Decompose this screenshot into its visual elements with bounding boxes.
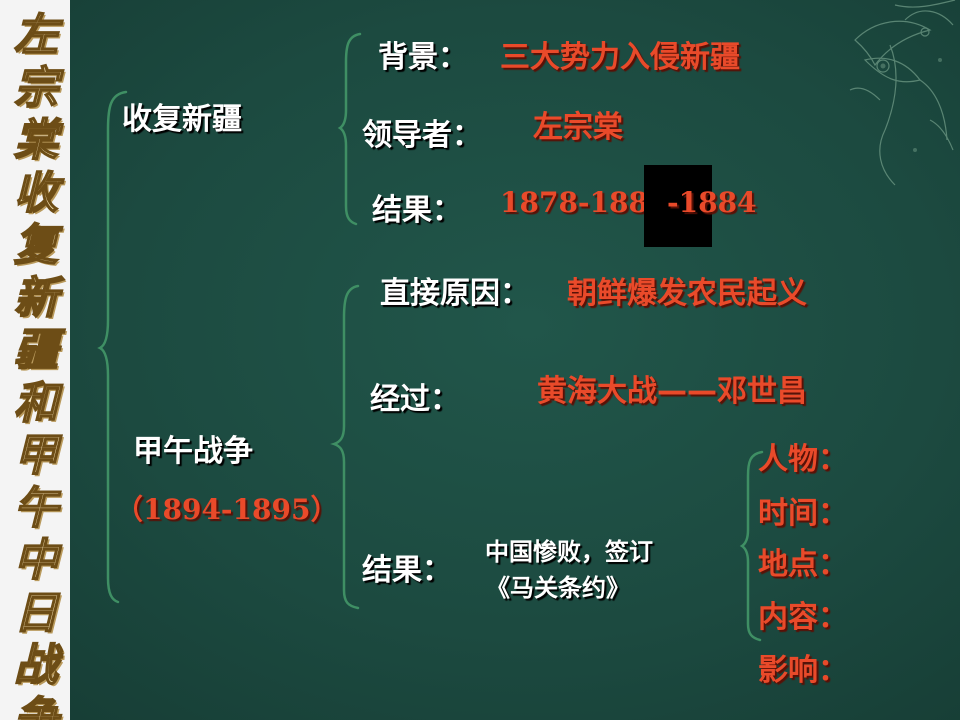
main-brace (97, 90, 128, 604)
treaty-item-time: 时间： (758, 496, 848, 531)
background-label: 背景： (378, 40, 468, 75)
side-title-char: 争 (13, 692, 59, 720)
side-title-char: 收 (13, 167, 59, 220)
war-years: （1894-1895） (115, 493, 339, 526)
side-title-char: 午 (13, 482, 59, 535)
xinjiang-result-value-a: 1878-188 (500, 186, 648, 219)
xinjiang-result-label: 结果： (372, 193, 462, 228)
side-title-bar: 左 宗 棠 收 复 新 疆 和 甲 午 中 日 战 争 (0, 0, 70, 720)
process-value: 黄海大战——邓世昌 (537, 374, 807, 409)
side-title-char: 中 (13, 534, 59, 587)
cause-value: 朝鲜爆发农民起义 (567, 276, 807, 311)
treaty-item-content: 内容： (758, 600, 848, 635)
war-result-label: 结果： (362, 553, 452, 588)
treaty-item-person: 人物： (758, 442, 848, 477)
treaty-item-impact: 影响： (758, 653, 848, 688)
side-title-char: 棠 (13, 114, 59, 167)
background-value: 三大势力入侵新疆 (500, 40, 740, 75)
side-title-char: 疆 (13, 324, 59, 377)
treaty-item-place: 地点： (758, 547, 848, 582)
leader-value: 左宗棠 (533, 110, 623, 145)
xinjiang-result-value-b: -1884 (667, 186, 757, 219)
war-result-line1: 中国惨败，签订 (485, 538, 653, 566)
treaty-brace (739, 450, 764, 642)
side-title-char: 甲 (13, 429, 59, 482)
topic-xinjiang: 收复新疆 (122, 102, 242, 137)
war-brace (330, 284, 360, 610)
xinjiang-brace (337, 32, 362, 226)
side-title-char: 复 (13, 219, 59, 272)
topic-war: 甲午战争 (133, 434, 253, 469)
war-result-line2: 《马关条约》 (486, 574, 630, 602)
side-title-char: 战 (13, 639, 59, 692)
cause-label: 直接原因： (380, 276, 530, 311)
side-title-char: 和 (13, 377, 59, 430)
floral-decoration-icon (849, 0, 956, 186)
redaction-box (644, 165, 712, 247)
side-title-char: 日 (13, 587, 59, 640)
side-title-char: 左 (13, 9, 59, 62)
leader-label: 领导者： (362, 118, 482, 153)
side-title: 左 宗 棠 收 复 新 疆 和 甲 午 中 日 战 争 (7, 9, 65, 720)
process-label: 经过： (370, 382, 460, 417)
side-title-char: 宗 (13, 62, 59, 115)
side-title-char: 新 (13, 272, 59, 325)
